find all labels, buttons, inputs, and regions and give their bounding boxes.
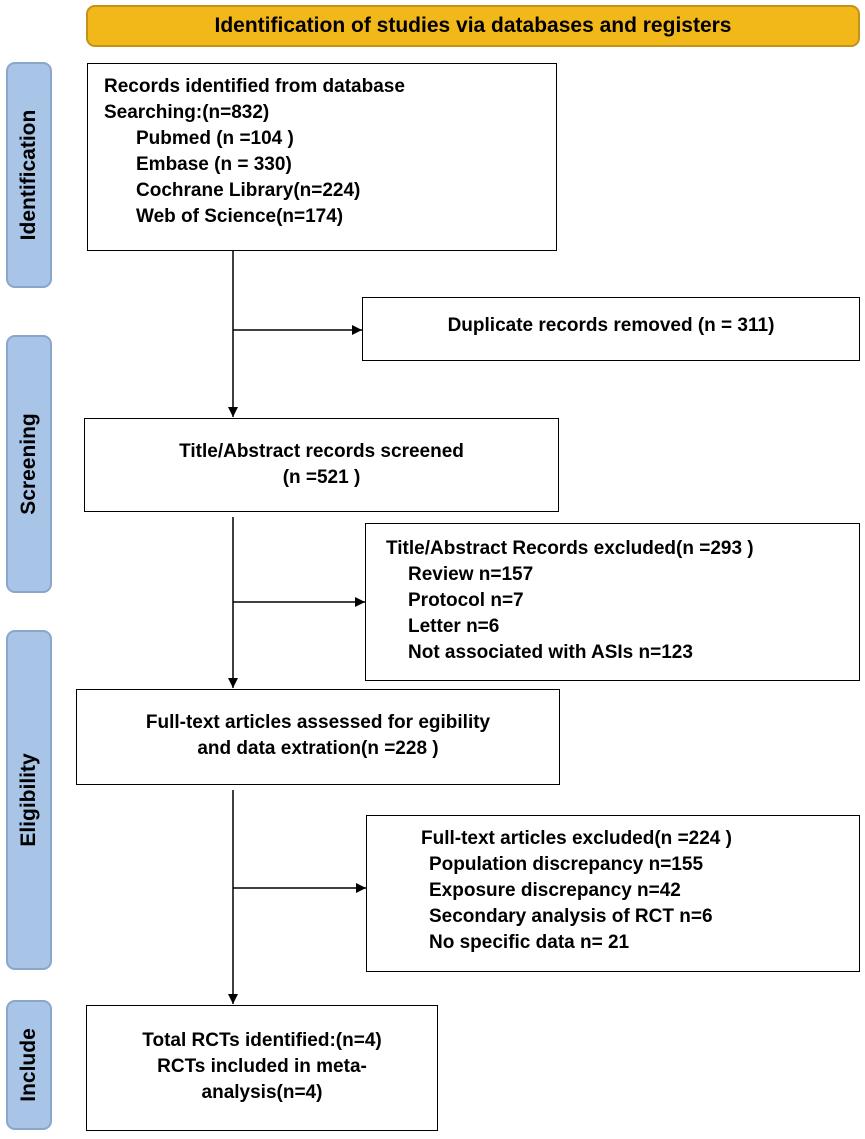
records-screened-box: Title/Abstract records screened (n =521 …	[84, 418, 559, 512]
phase-screening: Screening	[6, 335, 52, 593]
box-line: (n =521 )	[282, 467, 361, 488]
box-line: RCTs included in meta-	[157, 1056, 367, 1077]
box-line: No specific data n= 21	[429, 932, 630, 953]
box-line: Letter n=6	[408, 616, 500, 637]
header-title: Identification of studies via databases …	[214, 14, 732, 37]
box-line: Secondary analysis of RCT n=6	[429, 906, 713, 927]
box-line: Pubmed (n =104 )	[136, 128, 294, 149]
box-line: Not associated with ASIs n=123	[408, 642, 693, 663]
phase-include: Include	[6, 1000, 52, 1130]
box-line: Title/Abstract records screened	[179, 441, 464, 462]
box-line: Total RCTs identified:(n=4)	[142, 1030, 382, 1051]
box-line: Web of Science(n=174)	[136, 206, 344, 227]
records-identified-box: Records identified from database Searchi…	[87, 63, 557, 251]
box-line: Duplicate records removed (n = 311)	[447, 315, 775, 336]
box-line: Protocol n=7	[408, 590, 524, 611]
box-line: Exposure discrepancy n=42	[429, 880, 681, 901]
header-banner: Identification of studies via databases …	[86, 5, 860, 47]
box-line: Searching:(n=832)	[104, 102, 270, 123]
box-line: Population discrepancy n=155	[429, 854, 704, 875]
box-line: Title/Abstract Records excluded(n =293 )	[386, 538, 754, 559]
fulltext-excluded-box: Full-text articles excluded(n =224 ) Pop…	[366, 815, 860, 972]
screening-excluded-box: Title/Abstract Records excluded(n =293 )…	[365, 523, 860, 681]
box-line: Review n=157	[408, 564, 534, 585]
fulltext-assessed-box: Full-text articles assessed for egibilit…	[76, 689, 560, 785]
studies-included-box: Total RCTs identified:(n=4) RCTs include…	[86, 1005, 438, 1131]
box-line: Full-text articles assessed for egibilit…	[145, 712, 491, 733]
box-line: Embase (n = 330)	[136, 154, 292, 175]
box-line: Full-text articles excluded(n =224 )	[421, 828, 732, 849]
box-line: and data extration(n =228 )	[197, 738, 439, 759]
phase-eligibility: Eligibility	[6, 630, 52, 970]
box-line: Records identified from database	[104, 76, 405, 97]
duplicates-removed-box: Duplicate records removed (n = 311)	[362, 297, 860, 361]
box-line: Cochrane Library(n=224)	[136, 180, 361, 201]
phase-identification: Identification	[6, 62, 52, 288]
box-line: analysis(n=4)	[201, 1082, 323, 1103]
